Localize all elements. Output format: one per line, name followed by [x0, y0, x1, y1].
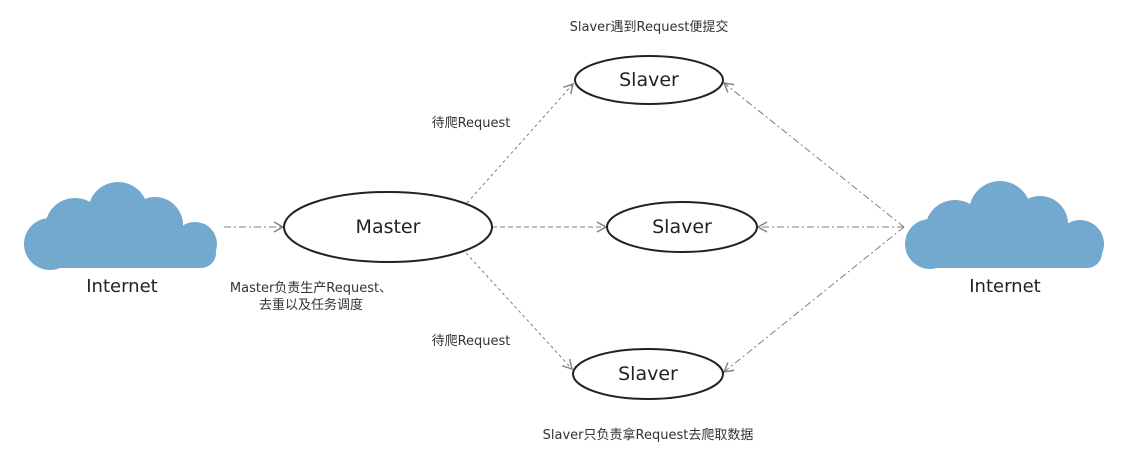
slaver-middle-label: Slaver	[652, 216, 712, 238]
internet-cloud-left: Internet	[24, 182, 217, 297]
edge-master-to-slaver-bottom	[465, 252, 573, 371]
slaver-fetch-note: Slaver只负责拿Request去爬取数据	[543, 427, 754, 443]
master-node: Master	[283, 191, 493, 263]
master-description-line-2: 去重以及任务调度	[259, 297, 363, 313]
cloud-icon	[905, 181, 1104, 269]
cloud-icon	[24, 182, 217, 270]
internet-label-right: Internet	[969, 276, 1040, 297]
internet-cloud-right: Internet	[905, 181, 1104, 297]
master-label: Master	[356, 216, 421, 238]
edge-master-to-slaver-top	[466, 82, 574, 204]
edge-internet-to-slaver-top	[722, 82, 905, 228]
slaver-node-bottom: Slaver	[572, 348, 724, 400]
slaver-top-label: Slaver	[619, 69, 679, 91]
slaver-bottom-label: Slaver	[618, 363, 678, 385]
slaver-node-middle: Slaver	[606, 201, 758, 253]
slaver-node-top: Slaver	[574, 55, 724, 105]
slaver-submit-note: Slaver遇到Request便提交	[570, 19, 729, 35]
master-description-line-1: Master负责生产Request、	[230, 281, 392, 296]
pending-request-top-label: 待爬Request	[432, 116, 511, 131]
internet-label-left: Internet	[86, 276, 157, 297]
pending-request-bottom-label: 待爬Request	[432, 334, 511, 349]
edge-internet-to-slaver-bottom	[722, 226, 905, 373]
